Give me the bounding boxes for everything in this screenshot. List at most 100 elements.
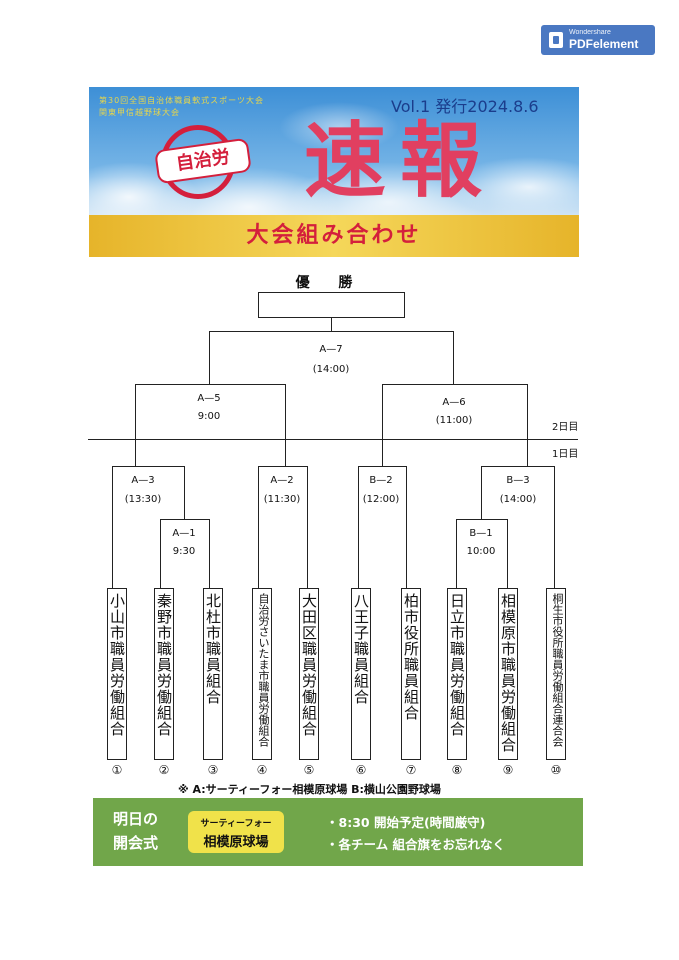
bracket-line	[453, 331, 455, 385]
ceremony-label-line2: 開会式	[113, 834, 159, 852]
team-box: 相模原市職員労働組合	[498, 588, 518, 760]
bracket-line	[382, 384, 384, 467]
volume-issue-date: Vol.1 発行2024.8.6	[391, 97, 539, 116]
pdfelement-logo-icon	[549, 32, 563, 48]
ceremony-label-line1: 明日の	[113, 810, 159, 828]
match-a5: A—5 9:00	[174, 392, 244, 424]
day1-label: 1日目	[552, 449, 579, 460]
team-number: ⑤	[303, 763, 315, 777]
match-b2-id: B—2	[369, 475, 393, 486]
bracket-line	[358, 466, 406, 468]
venue-badge: サーティーフォー 相模原球場	[188, 811, 284, 853]
ceremony-flag-reminder: ・各チーム 組合旗をお忘れなく	[326, 837, 505, 852]
match-b1-id: B—1	[469, 528, 493, 539]
team-box: 八王子職員組合	[351, 588, 371, 760]
team-number: ⑥	[355, 763, 367, 777]
bracket-line	[527, 384, 529, 467]
match-a3-id: A—3	[131, 475, 155, 486]
match-a7-time: (14:00)	[312, 364, 350, 375]
match-a3-time: (13:30)	[124, 494, 162, 505]
match-a1-time: 9:30	[172, 546, 196, 557]
subtitle-strip: 大会組み合わせ	[89, 215, 579, 257]
team-box: 大田区職員労働組合	[299, 588, 319, 760]
team-box: 小山市職員労働組合	[107, 588, 127, 760]
team-number: ⑦	[405, 763, 417, 777]
team-number: ⑩	[550, 763, 562, 777]
team-number: ⑨	[502, 763, 514, 777]
venue-badge-small: サーティーフォー	[200, 819, 272, 829]
team-name: 柏市役所職員組合	[402, 593, 420, 721]
team-number: ①	[111, 763, 123, 777]
match-b2: B—2 (12:00)	[346, 474, 416, 507]
venue-note: ※ A:サーティーフォー相模原球場 B:横山公園野球場	[178, 783, 441, 796]
subtitle: 大会組み合わせ	[246, 223, 422, 248]
bracket-line	[112, 466, 114, 588]
team-number: ④	[256, 763, 268, 777]
team-name: 八王子職員組合	[352, 593, 370, 705]
match-a2-time: (11:30)	[263, 494, 301, 505]
bracket-line	[160, 519, 162, 588]
team-name: 相模原市職員労働組合	[499, 593, 517, 753]
champion-box	[258, 292, 405, 318]
bracket-line	[160, 519, 209, 521]
opening-ceremony-panel: 明日の 開会式 サーティーフォー 相模原球場 ・8:30 開始予定(時間厳守) …	[93, 798, 583, 866]
match-a5-time: 9:00	[197, 411, 221, 422]
team-name: 日立市職員労働組合	[448, 593, 466, 737]
match-a1-id: A—1	[172, 528, 196, 539]
bracket-line	[258, 466, 307, 468]
match-a7: A—7 (14:00)	[296, 343, 366, 377]
meeting-title-line1: 第30回全国自治体職員軟式スポーツ大会	[99, 96, 265, 105]
champion-label: 優 勝	[295, 275, 365, 291]
match-a2: A—2 (11:30)	[247, 474, 317, 507]
team-name: 小山市職員労働組合	[108, 593, 126, 737]
match-a6: A—6 (11:00)	[419, 396, 489, 428]
bracket-line	[481, 466, 554, 468]
bracket-line	[112, 466, 184, 468]
bracket-line	[307, 466, 309, 588]
bracket-line	[382, 384, 527, 386]
match-b3-time: (14:00)	[499, 494, 537, 505]
team-name: 桐生市役所職員労働組合連合会	[551, 593, 564, 747]
venue-badge-name: 相模原球場	[203, 835, 269, 850]
match-b2-time: (12:00)	[362, 494, 400, 505]
match-b1: B—1 10:00	[446, 527, 516, 559]
team-number: ⑧	[451, 763, 463, 777]
watermark-small-text: Wondershare	[569, 29, 611, 36]
match-a2-id: A—2	[270, 475, 294, 486]
team-number: ②	[158, 763, 170, 777]
bracket-line	[258, 466, 260, 588]
team-box: 日立市職員労働組合	[447, 588, 467, 760]
bracket-line	[209, 331, 453, 333]
bracket-line	[135, 384, 137, 467]
match-a7-id: A—7	[319, 344, 343, 355]
match-a6-id: A—6	[442, 397, 466, 408]
bracket-line	[554, 466, 556, 588]
team-box: 秦野市職員労働組合	[154, 588, 174, 760]
bracket-line	[331, 318, 333, 332]
bracket-line	[209, 331, 211, 385]
meeting-title-line2: 関東甲信越野球大会	[99, 108, 180, 117]
team-box: 桐生市役所職員労働組合連合会	[546, 588, 566, 760]
bracket-line	[456, 519, 507, 521]
header-banner: 第30回全国自治体職員軟式スポーツ大会 関東甲信越野球大会 Vol.1 発行20…	[89, 87, 579, 257]
team-name: 秦野市職員労働組合	[155, 593, 173, 737]
bracket-line	[209, 519, 211, 588]
day-divider	[88, 439, 578, 441]
match-b3: B—3 (14:00)	[483, 474, 553, 507]
ceremony-start-time: ・8:30 開始予定(時間厳守)	[326, 815, 486, 830]
bracket-line	[184, 466, 186, 520]
team-box: 北杜市職員組合	[203, 588, 223, 760]
match-b3-id: B—3	[506, 475, 530, 486]
union-logo: 自治労	[154, 125, 252, 199]
team-name: 自治労さいたま市職員労働組合	[257, 593, 270, 747]
pdfelement-watermark: Wondershare PDFelement	[541, 25, 655, 55]
team-box: 自治労さいたま市職員労働組合	[252, 588, 272, 760]
bracket-line	[507, 519, 509, 588]
match-a5-id: A—5	[197, 393, 221, 404]
bracket-line	[358, 466, 360, 588]
headline: 速報	[304, 113, 497, 209]
day2-label: 2日目	[552, 422, 579, 433]
team-number: ③	[207, 763, 219, 777]
bracket-line	[135, 384, 285, 386]
bracket-line	[456, 519, 458, 588]
